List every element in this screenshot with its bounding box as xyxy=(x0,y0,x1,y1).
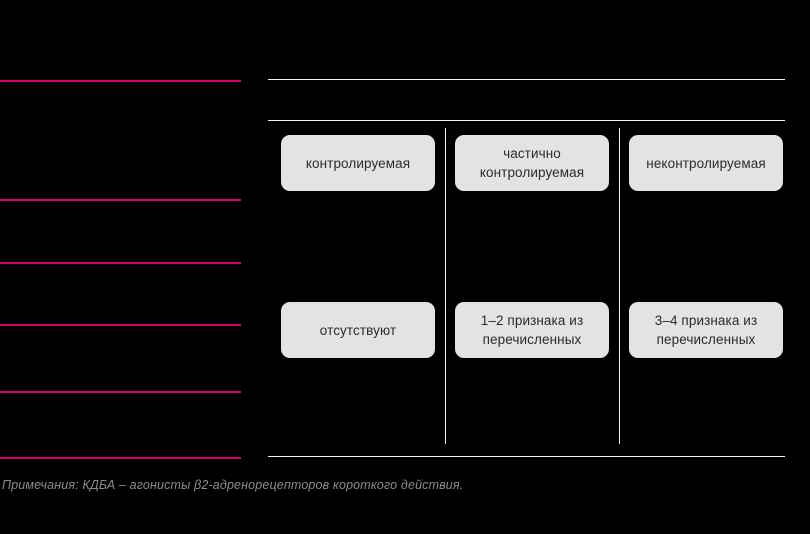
left-panel xyxy=(0,0,241,534)
footnote-text: Примечания: КДБА – агонисты β2-адренорец… xyxy=(2,478,464,492)
accent-rule xyxy=(0,457,241,459)
chip-controlled[interactable]: контролируемая xyxy=(281,135,435,191)
accent-rule xyxy=(0,324,241,326)
accent-rule xyxy=(0,262,241,264)
chip-uncontrolled[interactable]: неконтролируемая xyxy=(629,135,783,191)
column-divider-2 xyxy=(619,128,620,444)
table-rule-top xyxy=(268,79,785,80)
chip-no-signs[interactable]: отсутствуют xyxy=(281,302,435,358)
column-divider-1 xyxy=(445,128,446,444)
accent-rule xyxy=(0,80,241,82)
table-rule-bottom xyxy=(268,456,785,457)
accent-rule xyxy=(0,199,241,201)
table-rule-header xyxy=(268,120,785,121)
accent-rule xyxy=(0,391,241,393)
